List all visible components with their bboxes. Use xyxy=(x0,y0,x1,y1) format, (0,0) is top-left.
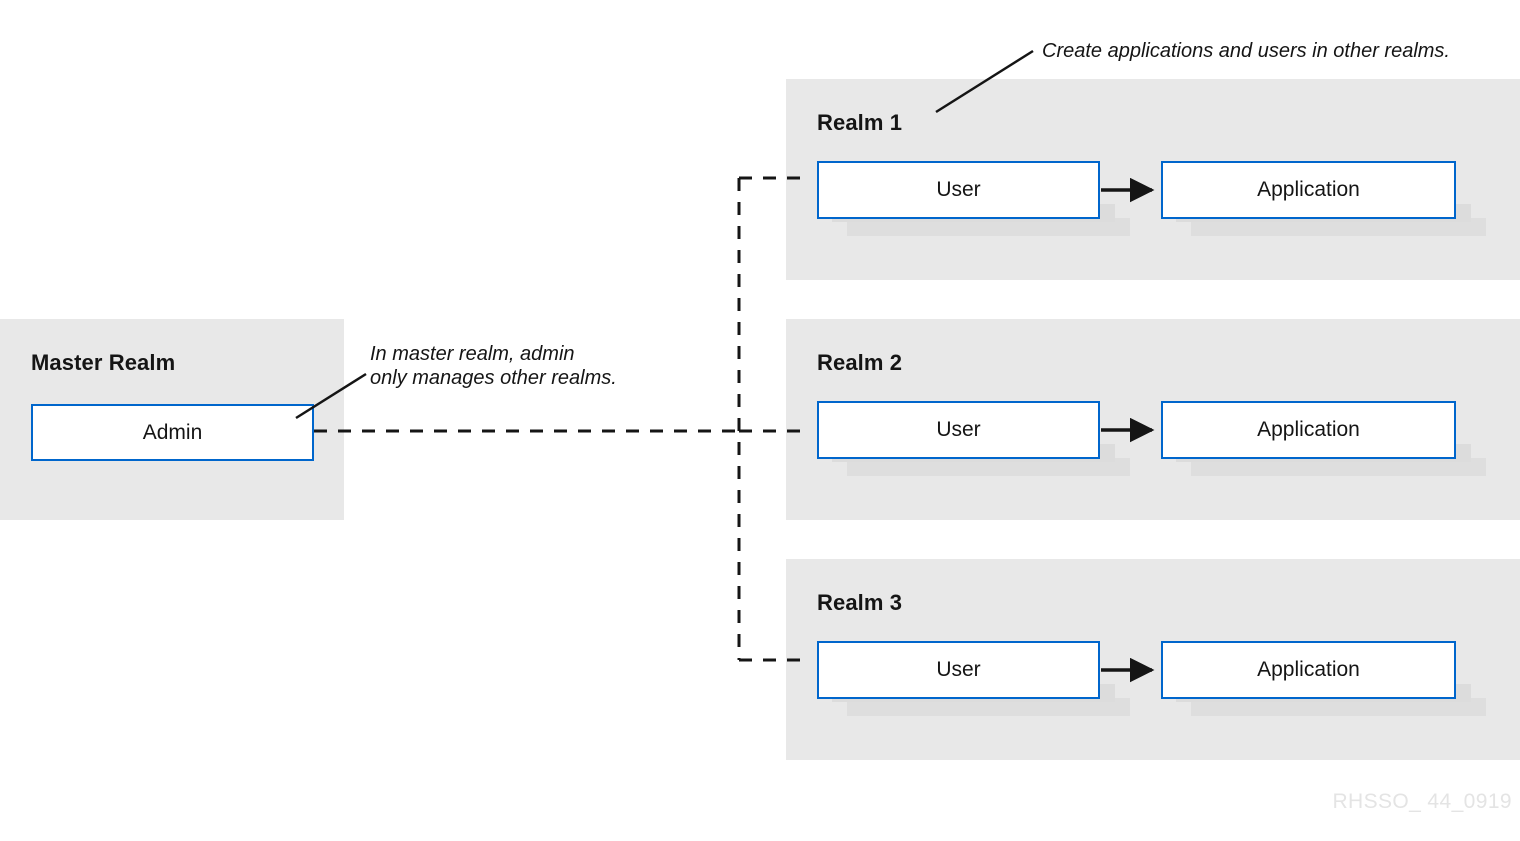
realm-3-user-card: User xyxy=(817,641,1161,728)
realm-3-title: Realm 3 xyxy=(817,590,903,615)
watermark-label: RHSSO_ 44_0919 xyxy=(1332,790,1512,813)
realm-1-application-card-label: Application xyxy=(1257,178,1360,201)
realm-2-application-card: Application xyxy=(1161,401,1520,488)
realm-2-user-card-shadow-far xyxy=(847,458,1130,476)
admin-realm-dashed-connector xyxy=(314,176,800,662)
realm-2-application-card-shadow-far xyxy=(1191,458,1486,476)
admin-card: Admin xyxy=(31,404,314,461)
realm-1-user-card-face: User xyxy=(817,161,1100,219)
realm-1-title: Realm 1 xyxy=(817,110,903,135)
realm-3-application-card-shadow-far xyxy=(1191,698,1486,716)
realm-1-user-card: User xyxy=(817,161,1161,248)
realm-1-application-card: Application xyxy=(1161,161,1520,248)
realm-1-application-card-face: Application xyxy=(1161,161,1456,219)
realm-1-user-card-shadow-far xyxy=(847,218,1130,236)
top-annotation: Create applications and users in other r… xyxy=(1042,40,1450,62)
realm-3-application-card-label: Application xyxy=(1257,658,1360,681)
realm-2-application-card-face: Application xyxy=(1161,401,1456,459)
realm-3-user-card-face: User xyxy=(817,641,1100,699)
realm-3-user-card-shadow-far xyxy=(847,698,1130,716)
master-realm-annotation: In master realm, admin only manages othe… xyxy=(370,343,617,390)
admin-card-label: Admin xyxy=(142,420,203,444)
realm-2-application-card-label: Application xyxy=(1257,418,1360,441)
realm-3-user-card-label: User xyxy=(936,658,981,681)
realm-2-user-card: User xyxy=(817,401,1161,488)
realm-2-user-card-label: User xyxy=(936,418,981,441)
realm-3-application-card-face: Application xyxy=(1161,641,1456,699)
master-realm-title: Master Realm xyxy=(31,350,176,375)
realm-1-application-card-shadow-far xyxy=(1191,218,1486,236)
admin-card-face: Admin xyxy=(31,404,314,461)
realm-2-user-card-face: User xyxy=(817,401,1100,459)
realm-2-title: Realm 2 xyxy=(817,350,903,375)
realm-3-application-card: Application xyxy=(1161,641,1520,728)
realm-1-user-card-label: User xyxy=(936,178,981,201)
